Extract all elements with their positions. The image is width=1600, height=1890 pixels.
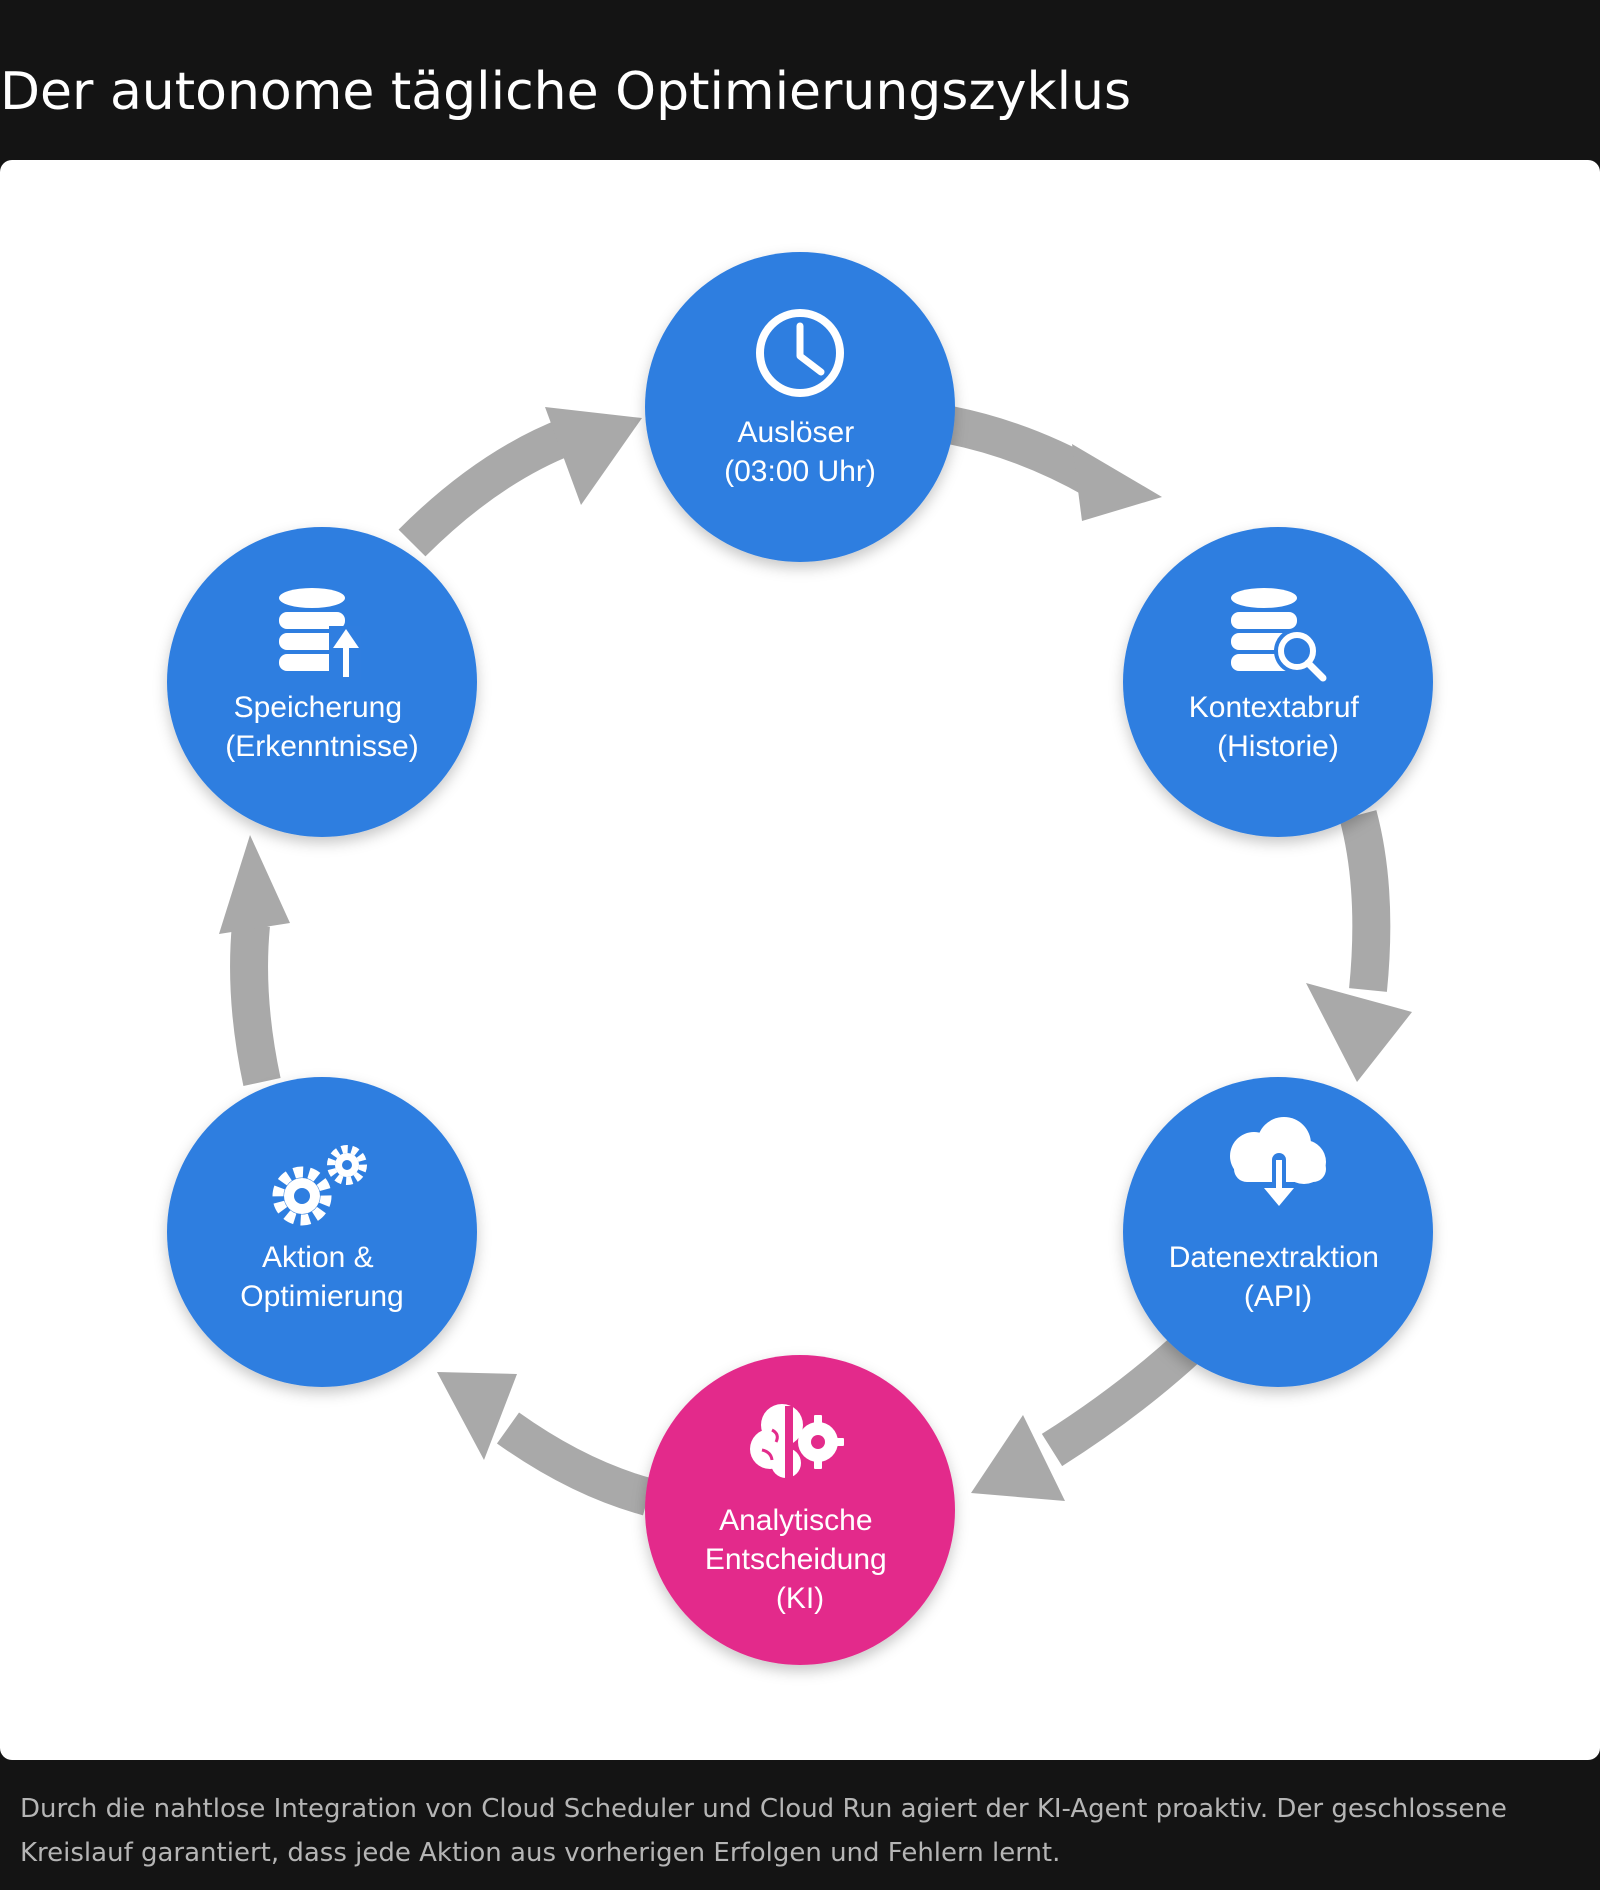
brain-gear-icon [750, 1404, 844, 1478]
cycle-node-analytic-decision: Analytische Entscheidung (KI) [645, 1355, 955, 1665]
node-label-line: (Historie) [1217, 730, 1339, 763]
arrow-2 [1306, 810, 1412, 1082]
node-label-storage: Speicherung (Erkenntnisse) [225, 691, 418, 763]
cycle-node-storage: Speicherung (Erkenntnisse) [167, 527, 477, 837]
node-label-context-retrieval: Kontextabruf (Historie) [1189, 691, 1367, 763]
cycle-diagram: Auslöser (03:00 Uhr) Kontextabruf (Histo… [167, 252, 1433, 1665]
arrow-6 [398, 407, 642, 557]
node-label-line: (03:00 Uhr) [724, 455, 876, 488]
page-title: Der autonome tägliche Optimierungszyklus [0, 62, 1132, 122]
node-label-action-optimization: Aktion & Optimierung [240, 1241, 403, 1313]
node-label-line: (Erkenntnisse) [225, 730, 418, 763]
node-label-line: Auslöser [737, 416, 854, 449]
database-upload-icon [279, 588, 361, 680]
node-label-trigger: Auslöser (03:00 Uhr) [724, 416, 876, 488]
arrow-4 [437, 1372, 654, 1516]
node-label-line: (KI) [776, 1582, 824, 1615]
arrow-3 [971, 1332, 1201, 1501]
node-label-line: Datenextraktion [1169, 1241, 1379, 1274]
node-label-line: Kontextabruf [1189, 691, 1360, 724]
node-label-line: Speicherung [234, 691, 402, 724]
database-search-icon [1231, 588, 1327, 682]
gears-icon [272, 1145, 367, 1226]
node-label-data-extraction: Datenextraktion (API) [1169, 1241, 1387, 1313]
cycle-node-trigger: Auslöser (03:00 Uhr) [645, 252, 955, 562]
cloud-download-icon [1230, 1117, 1326, 1206]
node-label-line: Aktion & [262, 1241, 374, 1274]
cycle-node-context-retrieval: Kontextabruf (Historie) [1123, 527, 1433, 837]
diagram-card: Auslöser (03:00 Uhr) Kontextabruf (Histo… [0, 160, 1600, 1760]
node-label-line: Analytische [719, 1504, 872, 1537]
node-label-line: Entscheidung [705, 1543, 887, 1576]
cycle-node-data-extraction: Datenextraktion (API) [1123, 1077, 1433, 1387]
arrow-1 [946, 406, 1162, 521]
cycle-node-action-optimization: Aktion & Optimierung [167, 1077, 477, 1387]
node-label-analytic-decision: Analytische Entscheidung (KI) [705, 1504, 895, 1615]
caption: Durch die nahtlose Integration von Cloud… [20, 1794, 1507, 1868]
node-label-line: (API) [1244, 1280, 1312, 1313]
node-label-line: Optimierung [240, 1280, 403, 1313]
arrow-5 [219, 835, 290, 1086]
clock-icon [756, 309, 844, 397]
